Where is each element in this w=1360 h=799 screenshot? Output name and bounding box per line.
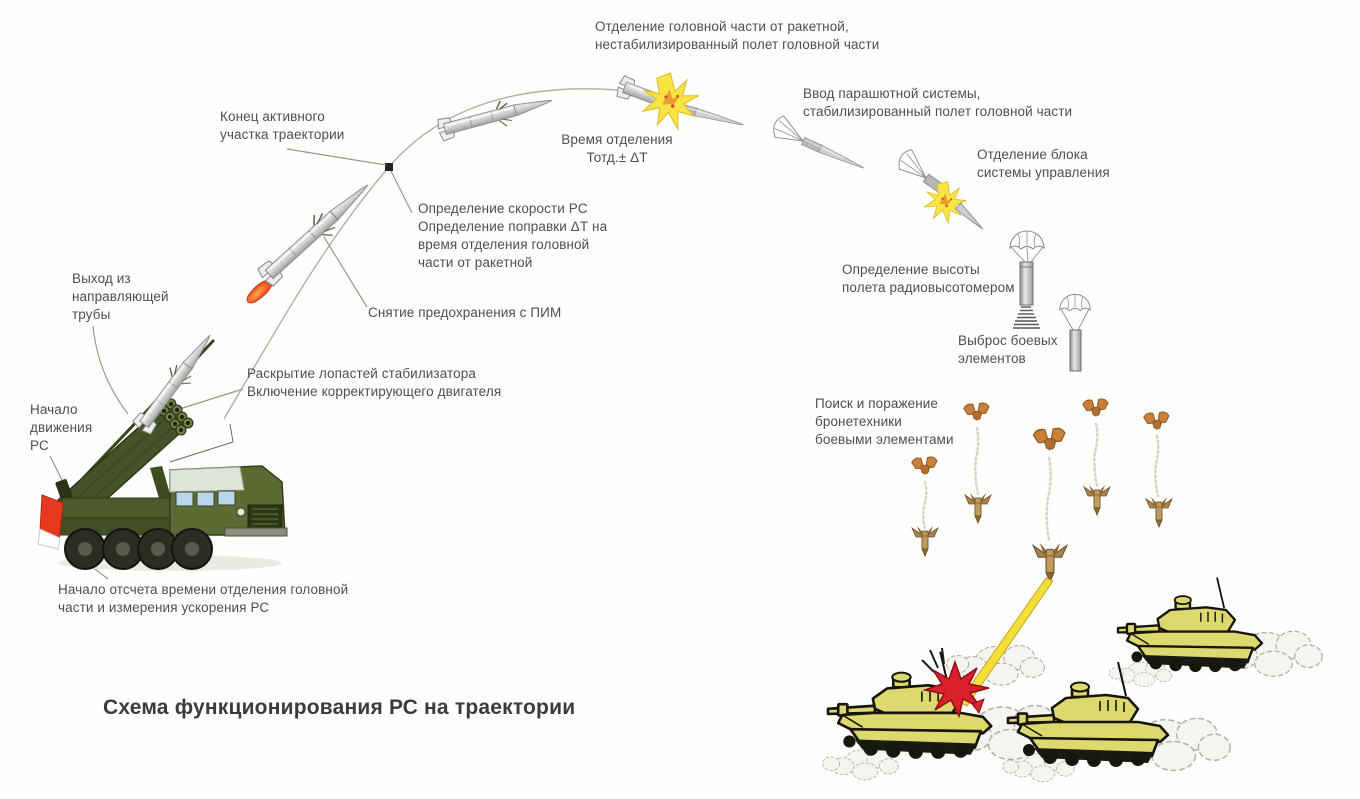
- smoke-trails: [921, 422, 1160, 542]
- penetrator-beam: [958, 577, 1054, 707]
- combat-element: [1083, 484, 1111, 516]
- cab: [169, 423, 288, 537]
- sub-chute: [962, 401, 991, 422]
- sub-chute: [1142, 410, 1171, 431]
- head-with-drogue-chute: [769, 113, 867, 173]
- combat-element-firing: [1032, 542, 1068, 583]
- label-search-engage: Поиск и поражение бронетехники боевыми э…: [815, 396, 954, 447]
- active-leg-end-marker: [385, 163, 393, 171]
- dispenser-radio-altimeter: [1009, 229, 1045, 329]
- label-altitude-determination: Определение высоты полета радиовысотомер…: [842, 262, 1015, 295]
- engine-flame: [246, 277, 276, 304]
- submunition-columns: [910, 397, 1173, 583]
- trajectory-curve: [223, 88, 618, 420]
- head-separation-event: [614, 69, 745, 132]
- combat-element: [911, 525, 939, 557]
- sub-chute: [1031, 426, 1067, 452]
- trajectory-group: [223, 88, 618, 420]
- dispenser-ejecting: [1059, 293, 1091, 372]
- tank-rear: [1116, 576, 1264, 674]
- launcher-vehicle: [37, 338, 288, 571]
- combat-element: [964, 492, 992, 524]
- tank-explosion: [921, 647, 990, 719]
- label-parachute-intro: Ввод парашютной системы, стабилизированн…: [803, 86, 1073, 119]
- dust-cloud: [822, 748, 899, 781]
- rocket-boost-phase: [253, 173, 378, 291]
- rocket-near-apex: [434, 87, 557, 144]
- sub-chute: [910, 455, 939, 476]
- radar-waves: [1013, 306, 1040, 329]
- label-elements-ejection: Выброс боевых элементов: [958, 333, 1058, 366]
- label-control-unit-separation: Отделение блока системы управления: [977, 147, 1110, 180]
- label-motion-start: Начало движения РС: [30, 402, 93, 453]
- label-head-separation: Отделение головной части от ракетной, не…: [595, 19, 880, 52]
- label-separation-time: Время отделения Тотд.± ΔТ: [561, 132, 673, 165]
- label-stabilizer-blades: Раскрытие лопастей стабилизатора Включен…: [247, 366, 502, 399]
- wheels: [64, 528, 213, 570]
- control-unit-separation-event: [894, 146, 984, 230]
- diagram-title: Схема функционирования РС на траектории: [103, 696, 576, 719]
- label-speed-determination: Определение скорости РС Определение попр…: [418, 201, 608, 270]
- label-countdown-start: Начало отсчета времени отделения головно…: [58, 582, 349, 615]
- label-pim-safety-release: Снятие предохранения с ПИМ: [368, 305, 562, 320]
- combat-element: [1145, 496, 1173, 528]
- tube-muzzles: [158, 398, 194, 436]
- label-active-leg-end: Конец активного участка траектории: [220, 109, 345, 142]
- launch-exhaust-flame: [37, 494, 64, 550]
- rail-base: [55, 479, 73, 501]
- sub-chute: [1081, 397, 1110, 418]
- rear-deck: [61, 497, 183, 519]
- label-tube-exit: Выход из направляющей трубы: [72, 271, 169, 322]
